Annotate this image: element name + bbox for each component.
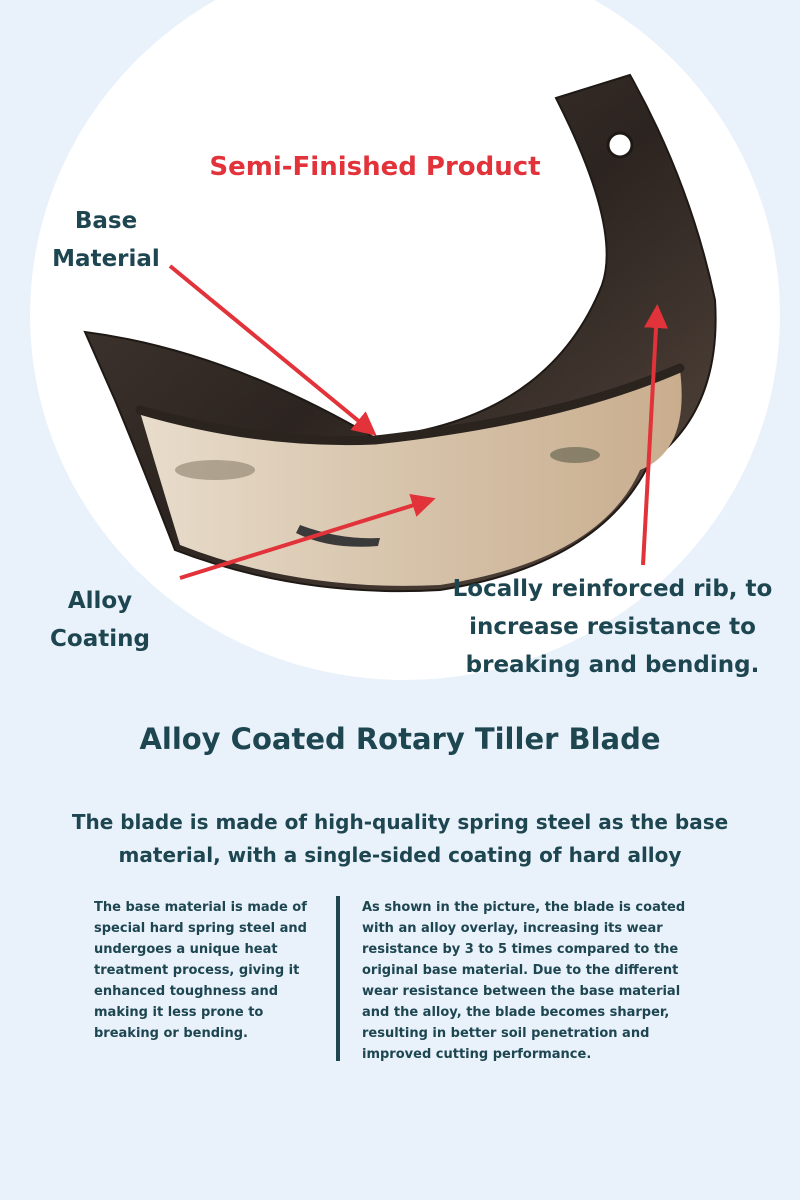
column-divider (336, 896, 340, 1061)
coating-patch (175, 460, 255, 480)
alloy-coating-label: Alloy Coating (50, 588, 150, 652)
page-subtitle: The blade is made of high-quality spring… (71, 810, 729, 867)
page-title: Alloy Coated Rotary Tiller Blade (139, 722, 661, 756)
arrow-base-material (168, 264, 377, 436)
coating-patch (550, 447, 600, 463)
mounting-hole (606, 131, 634, 159)
weld-seam (135, 363, 685, 446)
base-material-description: The base material is made of special har… (94, 900, 307, 1041)
reinforced-rib-label: Locally reinforced rib, to increase resi… (452, 576, 773, 678)
tiller-blade-illustration (83, 73, 717, 593)
arrow-reinforced-rib (641, 304, 668, 566)
base-material-label: Base Material (52, 208, 160, 272)
arrow-alloy-coating (179, 493, 436, 580)
product-stage-label: Semi-Finished Product (209, 152, 541, 182)
alloy-coating-band (140, 370, 682, 586)
alloy-coating-description: As shown in the picture, the blade is co… (362, 900, 686, 1062)
coating-patch (296, 525, 380, 547)
